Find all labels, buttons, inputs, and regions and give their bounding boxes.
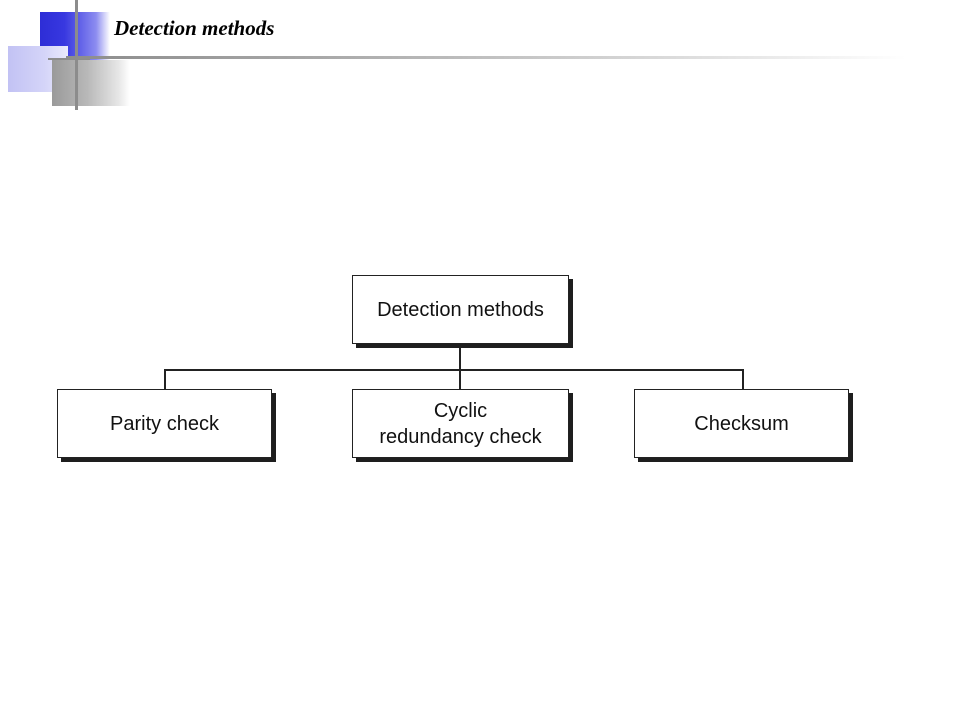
connector-to-parity <box>164 369 166 390</box>
page-title: Detection methods <box>114 16 275 40</box>
decor-short-line <box>48 58 90 60</box>
node-checksum: Checksum <box>634 389 849 458</box>
title-underline <box>66 56 906 59</box>
node-label: Cyclic redundancy check <box>379 399 542 448</box>
node-label: Checksum <box>694 412 789 435</box>
connector-horizontal-bar <box>164 369 744 371</box>
connector-root-stem <box>459 346 461 370</box>
decor-vertical-line <box>75 0 78 110</box>
connector-to-checksum <box>742 369 744 390</box>
slide-corner-decoration <box>0 0 140 120</box>
node-label: Detection methods <box>377 298 544 321</box>
node-cyclic-redundancy-check: Cyclic redundancy check <box>352 389 569 458</box>
node-detection-methods: Detection methods <box>352 275 569 344</box>
node-parity-check: Parity check <box>57 389 272 458</box>
connector-to-crc <box>459 369 461 390</box>
decor-gray-square <box>52 60 130 106</box>
node-label: Parity check <box>110 412 219 435</box>
